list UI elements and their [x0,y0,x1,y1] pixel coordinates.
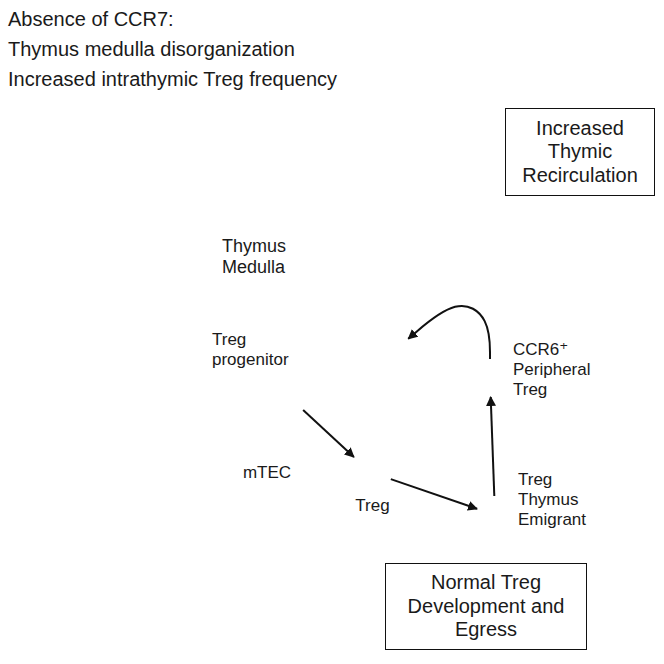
cell-shape [267,375,307,415]
node-label: mTEC [232,463,302,483]
medulla-region: Treg progenitor mTEC Treg Thymus Medulla [158,230,442,582]
peripheral-treg-cell: CCR6⁺ Peripheral Treg [471,338,611,418]
cell-outline [475,495,515,535]
medulla-outline [158,230,442,582]
peripheral-treg-cell [343,305,377,339]
heading-note: Thymus medulla disorganization [8,34,337,64]
box-label: Normal Treg Development and Egress [392,571,580,642]
node-label: Treg [345,496,400,516]
thymus-zoom-region [160,148,551,585]
cell-shape [350,452,390,492]
cell-shape [478,498,512,532]
peripheral-treg-cell [373,339,407,373]
heading-note: Increased intrathymic Treg frequency [8,64,337,94]
medulla-shape [160,285,440,579]
node-label: CCR6⁺ Peripheral Treg [513,340,603,400]
node-label: Treg progenitor [212,330,297,370]
arrow-connector [391,479,477,509]
heading-title: Absence of CCR7: [8,4,337,34]
outcome-box: Increased Thymic Recirculation [505,108,655,196]
outcome-box: Normal Treg Development and Egress [385,563,587,650]
mtec-cell: mTEC [232,415,302,487]
node-label: Thymus Medulla [222,236,302,278]
zoom-line [98,286,322,300]
arrow-connector [408,306,490,359]
peripheral-treg-cell [321,274,355,308]
mtec-outline [235,410,295,470]
treg-emigrant-cell: Treg Thymus Emigrant [476,470,611,552]
node-label: Treg Thymus Emigrant [518,470,603,530]
arrow-connector [303,410,354,457]
cell-outline [470,358,510,398]
cell-outline [264,372,310,418]
mtec-shape [241,417,291,462]
medulla-island [81,296,111,347]
box-label: Increased Thymic Recirculation [512,117,648,188]
zoom-line [98,346,272,540]
medulla-island [19,195,61,240]
medulla-island [51,137,93,182]
mtec-nucleus [252,430,277,451]
arrow-connector [491,397,495,496]
cell-outline [347,449,393,495]
treg-cell: Treg [345,452,400,524]
treg-progenitor-cell: Treg progenitor [212,330,312,418]
cell-shape [473,361,507,395]
heading-block: Absence of CCR7:Thymus medulla disorgani… [8,4,337,94]
thymus-lobe [2,115,114,365]
